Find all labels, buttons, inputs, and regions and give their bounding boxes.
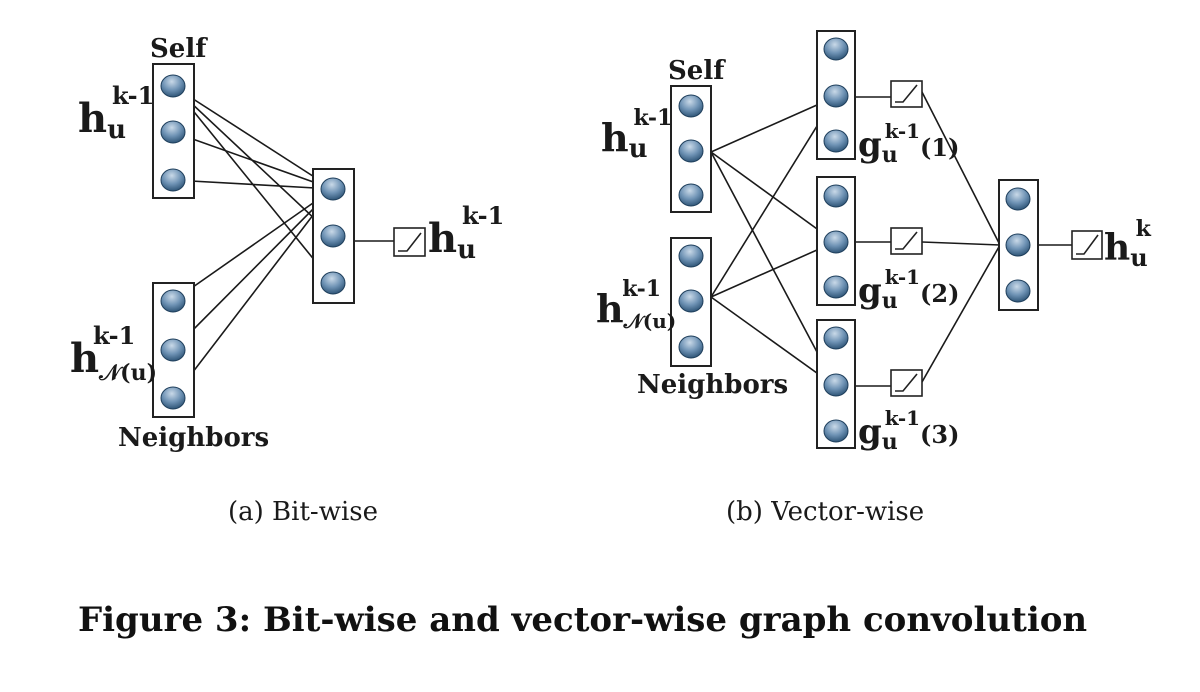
figure-caption: Figure 3: Bit-wise and vector-wise graph… — [78, 600, 1088, 640]
panel-a-output-label: huk-1 — [428, 201, 504, 265]
panel-a-neighbor-input-label: h𝒩(u)k-1 — [70, 321, 157, 386]
panel-a-neighbor-node — [160, 289, 186, 313]
panel-b-intermediate-node — [823, 275, 849, 299]
panel-b-intermediate-node — [823, 184, 849, 208]
panel-b-intermediate-node — [823, 37, 849, 61]
panel-b-self-node — [678, 94, 704, 118]
panel-b-neighbor-node — [678, 244, 704, 268]
panel-a-self-input-label: huk-1 — [78, 81, 154, 145]
panel-a-output-node — [320, 271, 346, 295]
panel-b-intermediate-node — [823, 230, 849, 254]
panel-b-output-node — [1005, 187, 1031, 211]
panel-b-intermediate-node — [823, 419, 849, 443]
panel-b-output-node — [1005, 233, 1031, 257]
panel-a-self-node — [160, 74, 186, 98]
panel-b-self-node — [678, 183, 704, 207]
panel-a-subcaption: (a) Bit-wise — [228, 497, 378, 527]
panel-b-intermediate-node — [823, 326, 849, 350]
panel-b-vectorwise: Self Neighbors huk-1 h𝒩(u)k-1 guk-1(1) g… — [596, 30, 1152, 527]
panel-b-intermediate-label-3: guk-1(3) — [858, 406, 959, 455]
panel-a-neighbors-label: Neighbors — [118, 423, 269, 453]
panel-b-intermediate-label-2: guk-1(2) — [858, 265, 959, 314]
panel-b-intermediate-node — [823, 129, 849, 153]
panel-b-neighbor-node — [678, 289, 704, 313]
panel-b-activation-icon-2 — [890, 227, 923, 255]
panel-b-output-label: huk — [1104, 216, 1152, 272]
panel-a-bitwise: Self Neighbors huk-1 h𝒩(u)k-1 huk-1 (a) … — [70, 34, 504, 527]
panel-b-self-label: Self — [668, 56, 726, 86]
panel-b-self-node — [678, 139, 704, 163]
panel-b-intermediate-label-1: guk-1(1) — [858, 119, 959, 168]
panel-a-output-node — [320, 177, 346, 201]
panel-a-edges — [172, 85, 394, 399]
panel-b-intermediate-node — [823, 373, 849, 397]
panel-a-self-label: Self — [150, 34, 208, 64]
panel-b-activation-icon-1 — [890, 80, 923, 108]
panel-a-self-node — [160, 120, 186, 144]
panel-b-subcaption: (b) Vector-wise — [726, 497, 924, 527]
panel-a-self-node — [160, 168, 186, 192]
panel-b-output-node — [1005, 279, 1031, 303]
panel-b-output-activation-icon — [1071, 230, 1103, 260]
panel-a-neighbor-node — [160, 338, 186, 362]
panel-b-intermediate-node — [823, 84, 849, 108]
panel-b-neighbors-label: Neighbors — [637, 370, 788, 400]
panel-b-neighbor-input-label: h𝒩(u)k-1 — [596, 276, 676, 333]
panel-b-self-input-label: huk-1 — [601, 105, 672, 164]
panel-b-neighbor-node — [678, 335, 704, 359]
panel-a-activation-icon — [393, 227, 426, 257]
panel-a-neighbor-node — [160, 386, 186, 410]
panel-b-activation-icon-3 — [890, 369, 923, 397]
panel-a-output-node — [320, 224, 346, 248]
panel-b-edges — [710, 91, 1072, 387]
